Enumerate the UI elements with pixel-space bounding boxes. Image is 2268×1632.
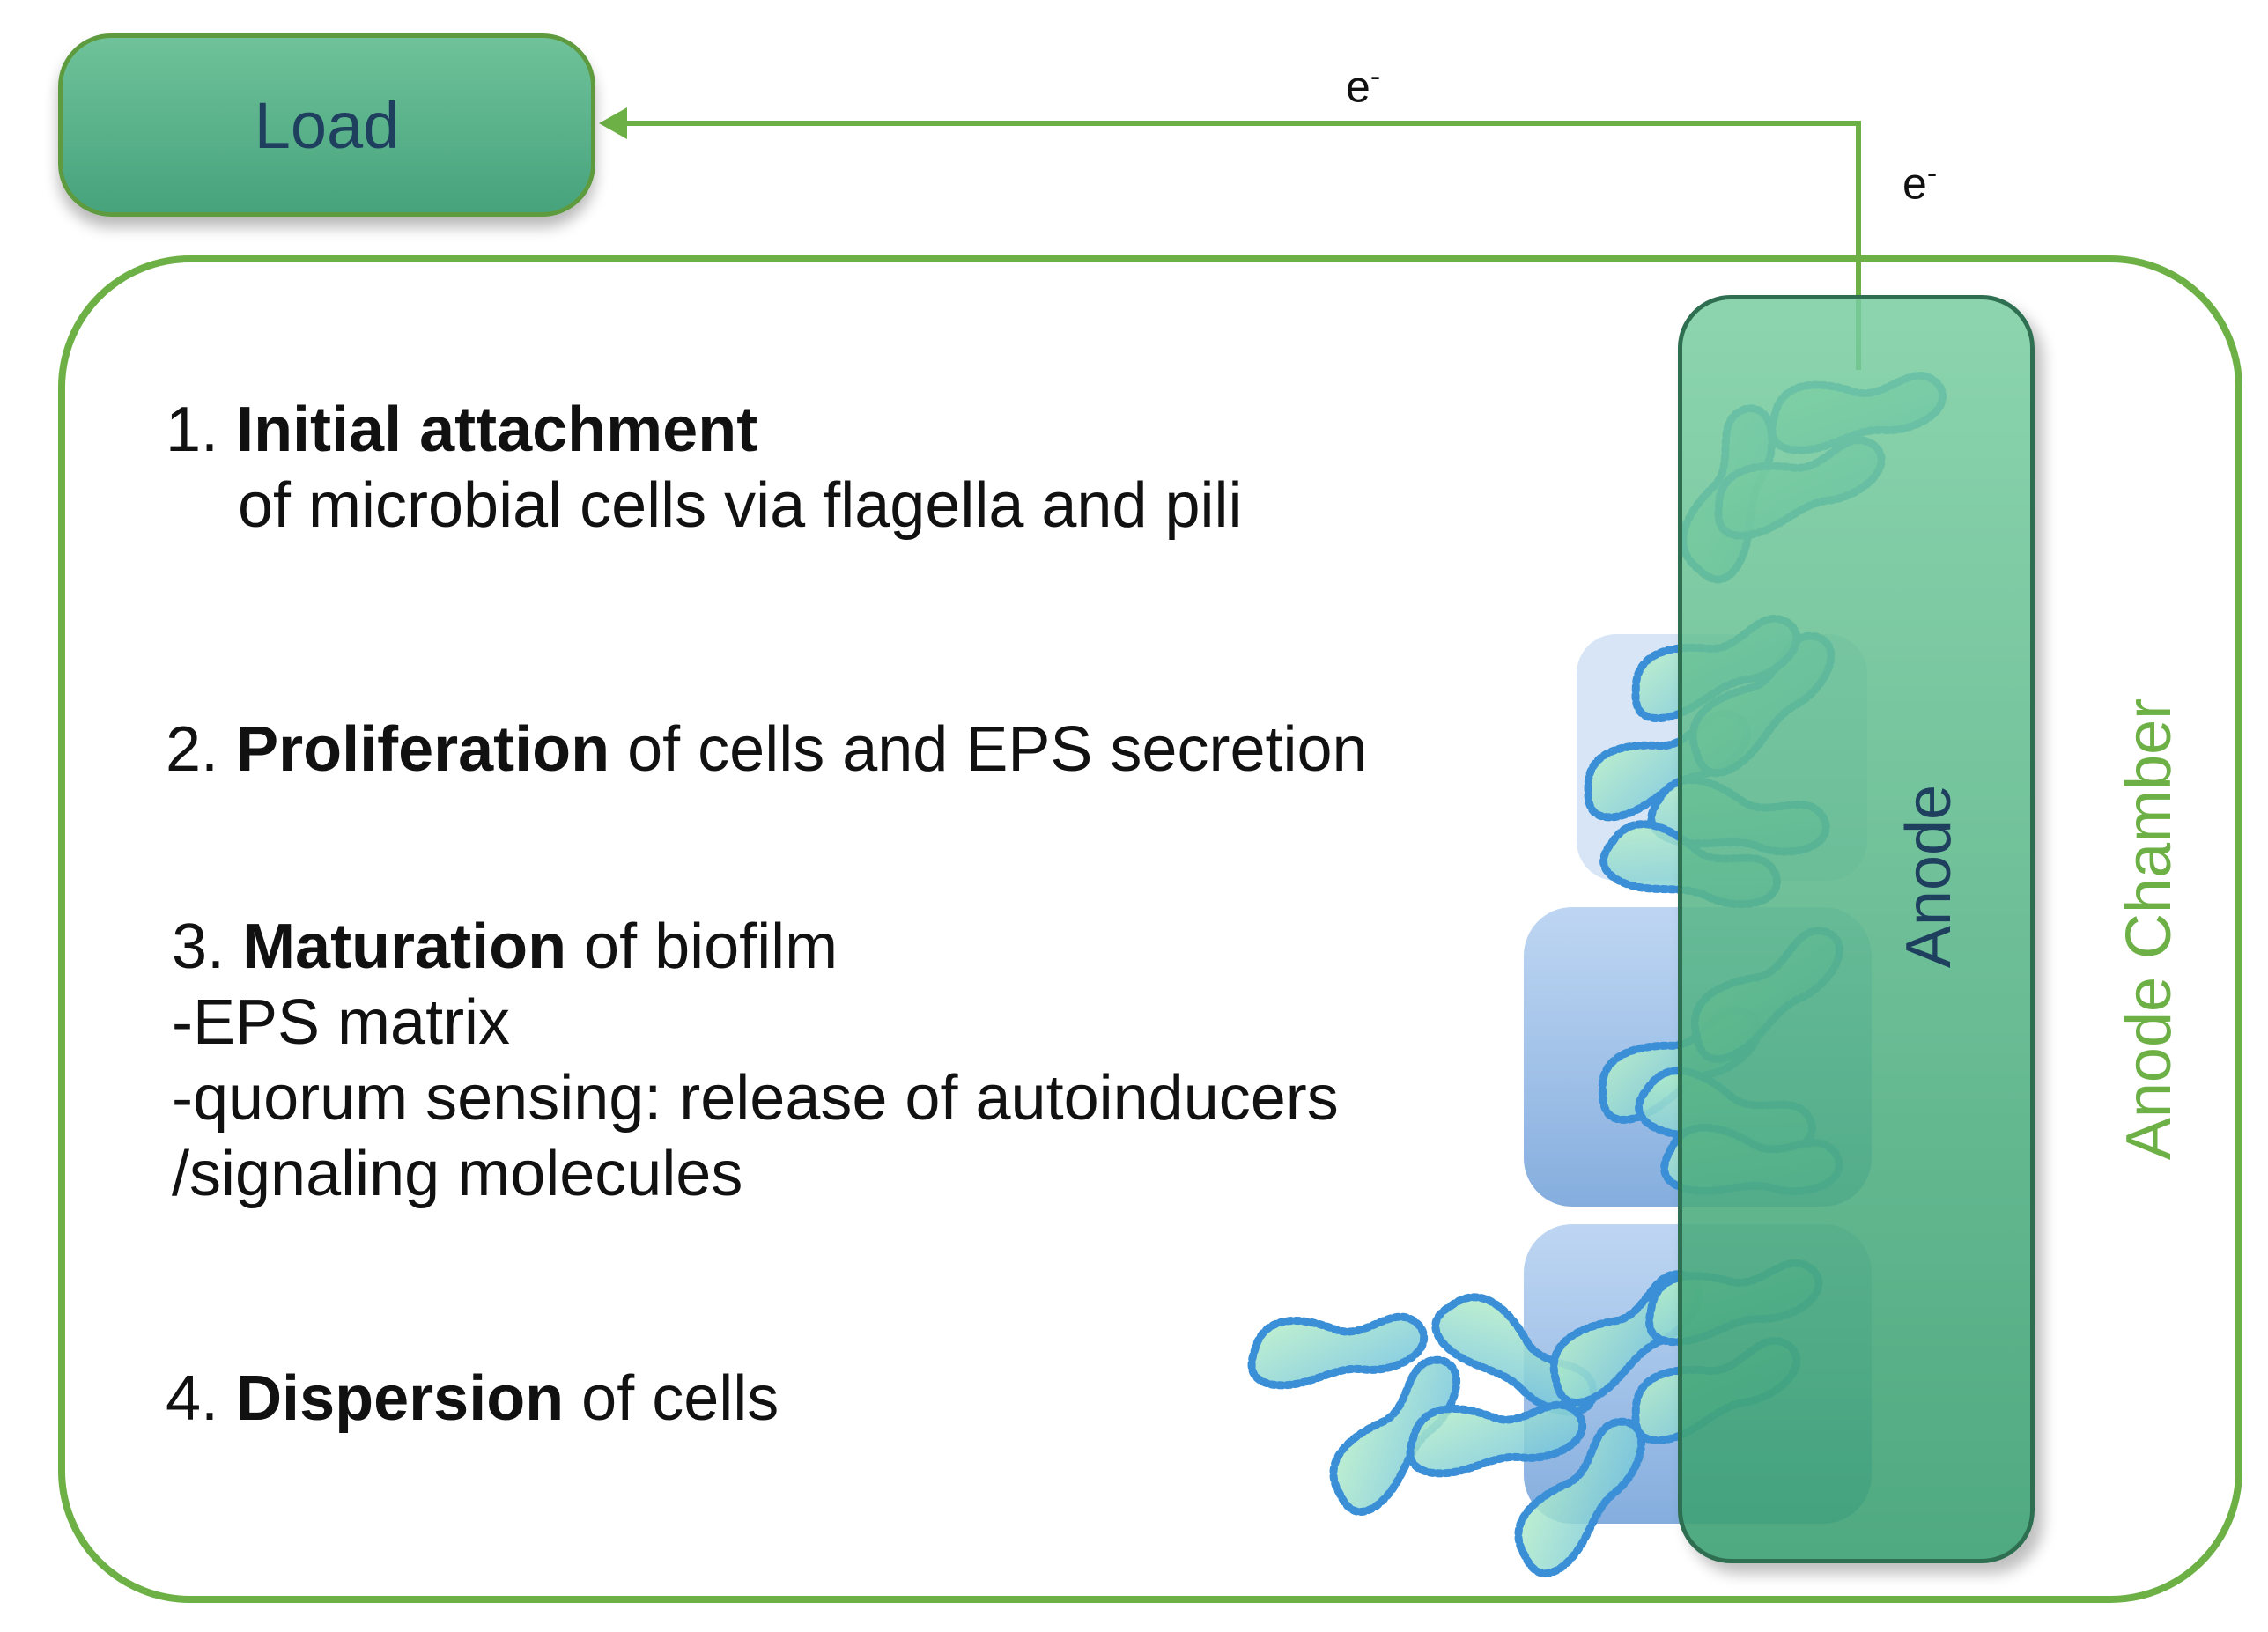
step-number: 1. bbox=[166, 395, 219, 465]
step-title: Maturation bbox=[242, 912, 567, 982]
load-label: Load bbox=[254, 88, 400, 162]
step-detail: of microbial cells via flagella and pili bbox=[238, 470, 1243, 541]
step-title: Dispersion bbox=[236, 1363, 565, 1434]
step-detail-signaling: /signaling molecules bbox=[172, 1139, 743, 1209]
step-title: Proliferation bbox=[236, 714, 610, 785]
anode-electrode bbox=[1678, 295, 2035, 1563]
step-detail-eps: -EPS matrix bbox=[172, 987, 511, 1058]
anode-label: Anode bbox=[1894, 784, 1964, 969]
bacterium-icon bbox=[1329, 1355, 1460, 1516]
step-number: 3. bbox=[172, 912, 225, 982]
step-text: of cells bbox=[564, 1363, 779, 1434]
step-number: 4. bbox=[166, 1363, 219, 1434]
bacterium-icon bbox=[1247, 1312, 1429, 1390]
step-text: of biofilm bbox=[566, 912, 838, 982]
step-maturation: 3. Maturation of biofilm -EPS matrix -qu… bbox=[172, 909, 1339, 1212]
step-detail-quorum: -quorum sensing: release of autoinducers bbox=[172, 1063, 1339, 1134]
step-proliferation: 2. Proliferation of cells and EPS secret… bbox=[166, 712, 1368, 787]
step-number: 2. bbox=[166, 714, 219, 785]
wire-arrowhead bbox=[599, 107, 627, 139]
anode-chamber bbox=[58, 255, 2242, 1603]
electron-wire bbox=[621, 121, 1861, 370]
step-initial-attachment: 1. Initial attachment of microbial cells… bbox=[166, 392, 1243, 543]
electron-label-top: e- bbox=[1346, 60, 1381, 112]
load-box: Load bbox=[58, 33, 595, 217]
step-title: Initial attachment bbox=[236, 395, 758, 465]
step-dispersion: 4. Dispersion of cells bbox=[166, 1361, 779, 1436]
chamber-label: Anode Chamber bbox=[2114, 698, 2184, 1161]
bacterium-icon bbox=[1406, 1400, 1587, 1478]
step-text: of cells and EPS secretion bbox=[609, 714, 1368, 785]
electron-label-right: e- bbox=[1902, 157, 1938, 209]
